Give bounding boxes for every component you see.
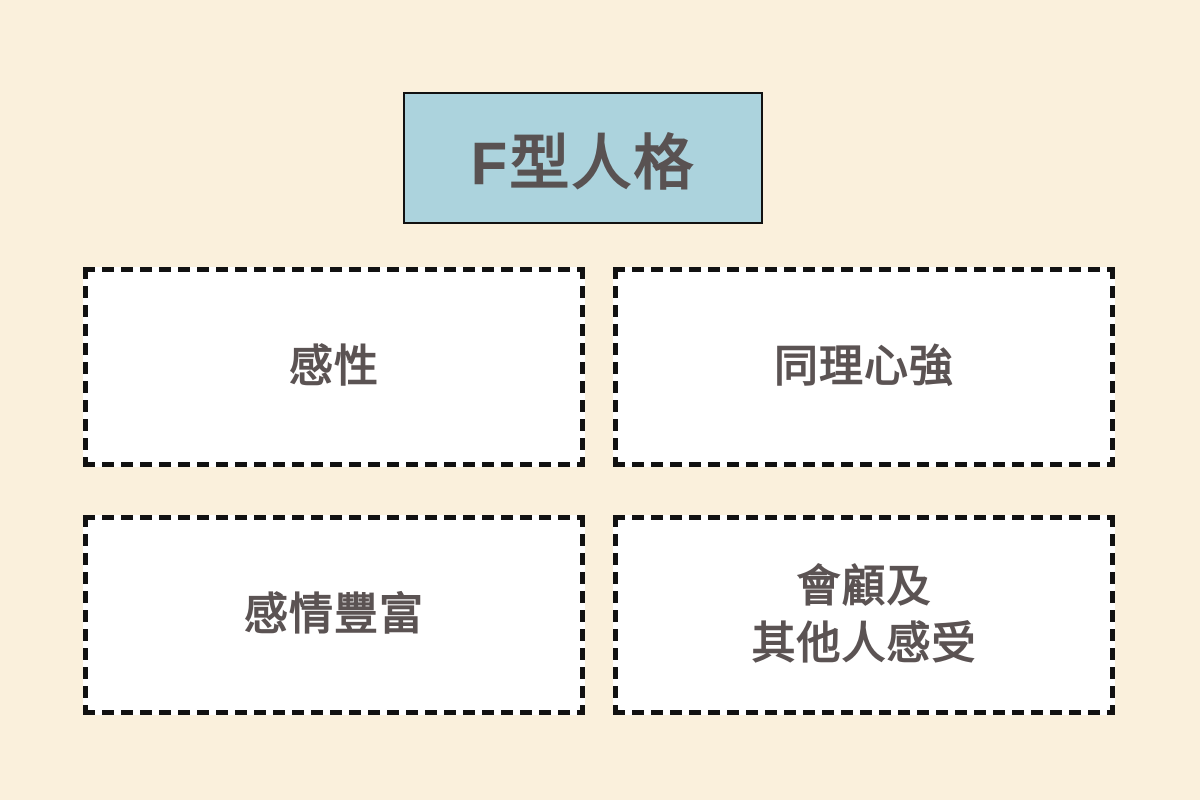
- card-emotionally-rich-label: 感情豐富: [244, 590, 424, 640]
- title-box: F型人格: [403, 92, 763, 224]
- card-strong-empathy: 同理心強: [613, 267, 1115, 467]
- card-considerate-of-others-label: 會顧及 其他人感受: [751, 561, 977, 668]
- card-sensitivity: 感性: [83, 267, 585, 467]
- card-strong-empathy-label: 同理心強: [774, 342, 954, 392]
- card-sensitivity-label: 感性: [289, 342, 379, 392]
- card-considerate-of-others: 會顧及 其他人感受: [613, 515, 1115, 715]
- card-emotionally-rich: 感情豐富: [83, 515, 585, 715]
- diagram-title: F型人格: [470, 129, 696, 197]
